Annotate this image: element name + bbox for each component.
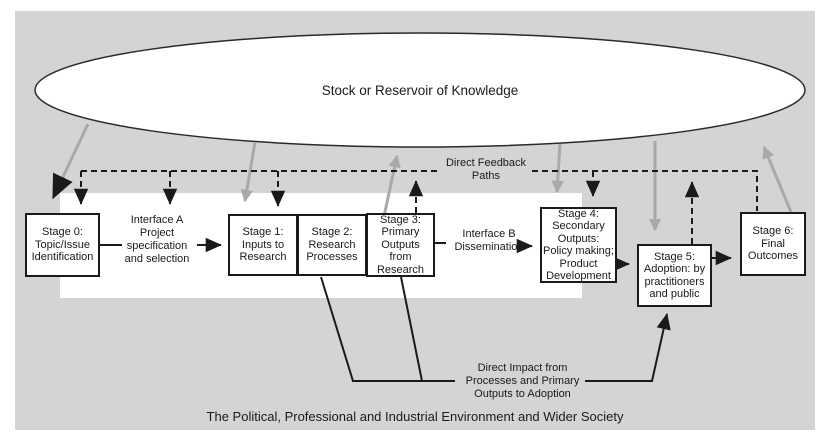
environment-caption: The Political, Professional and Industri… <box>206 409 624 424</box>
stage-2-box: Stage 2: Research Processes <box>297 214 367 276</box>
stage-4-box: Stage 4: Secondary Outputs: Policy makin… <box>540 207 617 283</box>
direct-impact-path <box>320 276 671 382</box>
stage-6-box: Stage 6: Final Outcomes <box>740 212 806 276</box>
gray-arrow-to-stage0 <box>51 123 90 200</box>
impact-line-from-stage2 <box>320 276 455 382</box>
impact-line-from-stage3 <box>400 276 423 382</box>
gray-arrow-stage6-to-reservoir <box>762 145 793 213</box>
direct-impact-label: Direct Impact from Processes and Primary… <box>465 362 580 400</box>
direct-feedback-label: Direct Feedback Paths <box>445 157 527 182</box>
interface-a-label: Interface A Project specification and se… <box>124 214 190 265</box>
knowledge-reservoir-ellipse <box>34 32 806 148</box>
stage-1-box: Stage 1: Inputs to Research <box>228 214 298 276</box>
impact-arrow-to-stage5 <box>585 313 671 382</box>
gray-arrow-to-stage4 <box>551 143 564 194</box>
feedback-horizontal-right <box>532 170 758 211</box>
reservoir-label: Stock or Reservoir of Knowledge <box>321 82 519 98</box>
gray-arrow-to-stage1 <box>240 141 257 203</box>
interface-b-label: Interface B Dissemination <box>454 228 524 253</box>
knowledge-flow-arrows <box>51 123 793 232</box>
stage-0-box: Stage 0: Topic/Issue Identification <box>25 213 100 277</box>
stage-flow-arrows <box>100 237 732 272</box>
gray-arrow-stage3-to-reservoir <box>381 154 401 222</box>
stage-3-box: Stage 3: Primary Outputs from Research <box>366 213 435 277</box>
stage-5-box: Stage 5: Adoption: by practitioners and … <box>637 244 712 307</box>
direct-feedback-paths <box>73 170 758 244</box>
